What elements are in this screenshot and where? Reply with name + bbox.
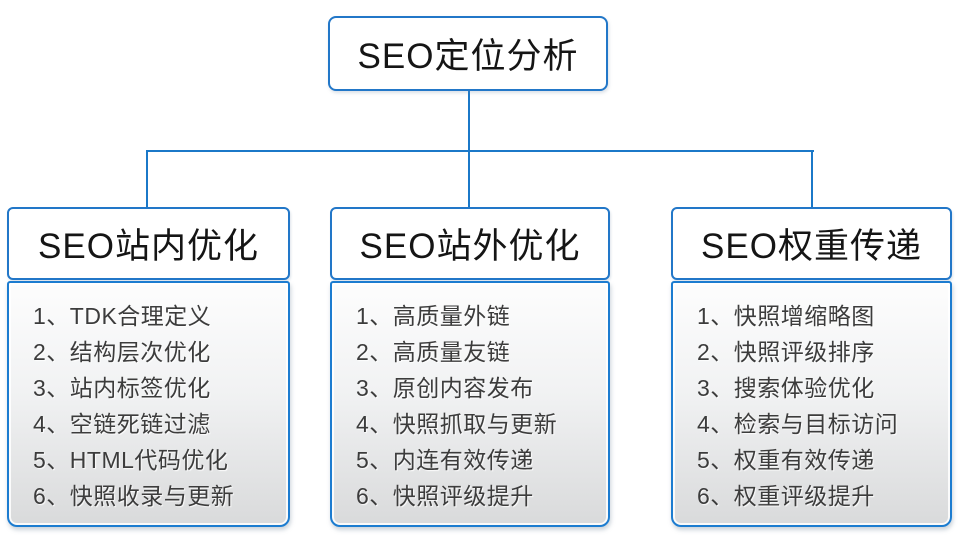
connector-drop-right (811, 150, 813, 208)
list-item: 4、检索与目标访问 (697, 411, 899, 437)
column-list: 1、高质量外链 2、高质量友链 3、原创内容发布 4、快照抓取与更新 5、内连有… (330, 281, 610, 527)
list-item: 1、TDK合理定义 (33, 303, 212, 329)
list-item: 6、快照收录与更新 (33, 483, 235, 509)
column-title: SEO权重传递 (701, 227, 922, 266)
list-item: 3、站内标签优化 (33, 375, 211, 401)
list-item: 6、快照评级提升 (356, 483, 534, 509)
list-item: 1、快照增缩略图 (697, 303, 875, 329)
connector-drop-center (468, 150, 470, 208)
column-offsite-optimization: SEO站外优化 1、高质量外链 2、高质量友链 3、原创内容发布 4、快照抓取与… (330, 207, 610, 527)
list-item: 2、快照评级排序 (697, 339, 875, 365)
column-title: SEO站内优化 (38, 227, 259, 266)
column-list: 1、TDK合理定义 2、结构层次优化 3、站内标签优化 4、空链死链过滤 5、H… (7, 281, 290, 527)
column-onsite-optimization: SEO站内优化 1、TDK合理定义 2、结构层次优化 3、站内标签优化 4、空链… (7, 207, 290, 527)
column-header: SEO站外优化 (330, 207, 610, 280)
column-header: SEO站内优化 (7, 207, 290, 280)
column-weight-transfer: SEO权重传递 1、快照增缩略图 2、快照评级排序 3、搜索体验优化 4、检索与… (671, 207, 952, 527)
list-item: 2、高质量友链 (356, 339, 511, 365)
list-item: 1、高质量外链 (356, 303, 511, 329)
root-node: SEO定位分析 (328, 16, 608, 91)
list-item: 4、快照抓取与更新 (356, 411, 558, 437)
column-list: 1、快照增缩略图 2、快照评级排序 3、搜索体验优化 4、检索与目标访问 5、权… (671, 281, 952, 527)
list-item: 6、权重评级提升 (697, 483, 875, 509)
list-item: 3、原创内容发布 (356, 375, 534, 401)
connector-root-stem (468, 91, 470, 152)
list-item: 2、结构层次优化 (33, 339, 211, 365)
list-item: 4、空链死链过滤 (33, 411, 211, 437)
list-item: 3、搜索体验优化 (697, 375, 875, 401)
list-item: 5、HTML代码优化 (33, 447, 229, 473)
connector-drop-left (146, 150, 148, 208)
column-title: SEO站外优化 (359, 227, 581, 266)
connector-horizontal (146, 150, 814, 152)
list-item: 5、内连有效传递 (356, 447, 534, 473)
list-item: 5、权重有效传递 (697, 447, 875, 473)
root-node-title: SEO定位分析 (357, 37, 579, 76)
column-header: SEO权重传递 (671, 207, 952, 280)
